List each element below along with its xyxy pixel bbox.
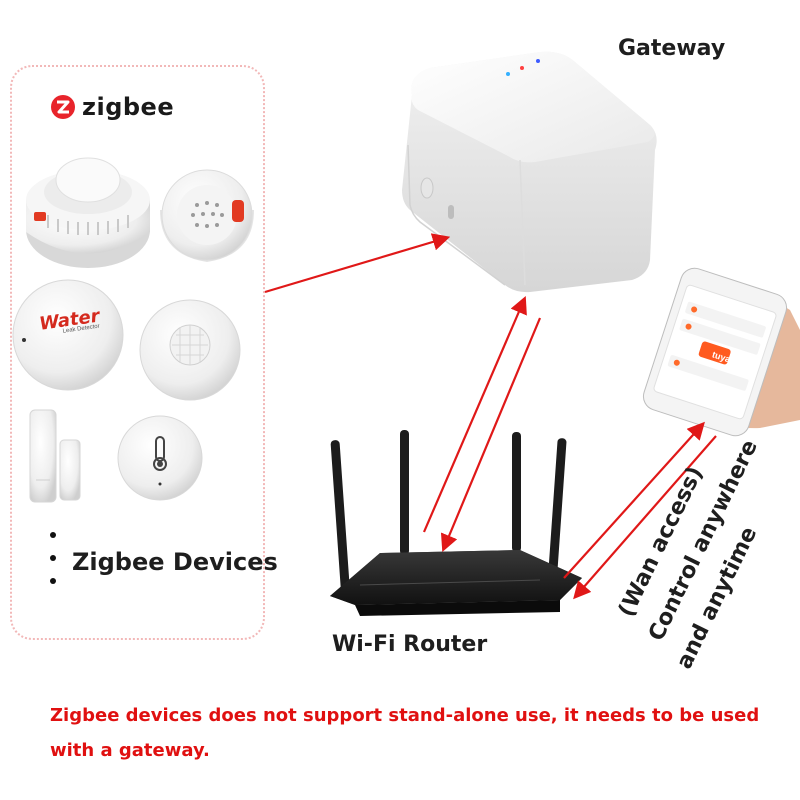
wifi-router-device: [330, 430, 582, 616]
smartphone-with-app: [642, 267, 800, 437]
gateway-device: [402, 51, 657, 293]
wifi-router-label: Wi-Fi Router: [332, 632, 488, 657]
phone-to-router-arrow: [573, 435, 717, 600]
gateway-to-router-arrow: [440, 317, 542, 553]
zigbee-logo-text: zigbee: [82, 93, 175, 121]
devices-to-gateway-arrow: [264, 233, 451, 294]
list-dot: [50, 555, 56, 561]
connection-arrows: [264, 233, 717, 600]
list-dot: [50, 578, 56, 584]
smoke-detector-device: [26, 157, 150, 268]
zigbee-logo-icon: [51, 95, 75, 119]
motion-sensor-device: [139, 299, 241, 401]
gas-detector-device: [160, 169, 254, 262]
list-dot: [50, 532, 56, 538]
door-sensor-device: [29, 409, 81, 503]
temperature-sensor-device: [117, 415, 203, 501]
gateway-label: Gateway: [618, 36, 726, 61]
router-to-phone-arrow: [563, 421, 705, 579]
water-leak-detector-device: [12, 279, 124, 391]
usage-note-line-1: Zigbee devices does not support stand-al…: [50, 705, 760, 726]
zigbee-logo: zigbee: [50, 93, 174, 121]
router-to-gateway-arrow: [422, 295, 527, 533]
zigbee-devices-panel: [10, 65, 265, 640]
zigbee-devices-label: Zigbee Devices: [72, 548, 278, 576]
usage-note-line-2: with a gateway.: [50, 740, 210, 761]
